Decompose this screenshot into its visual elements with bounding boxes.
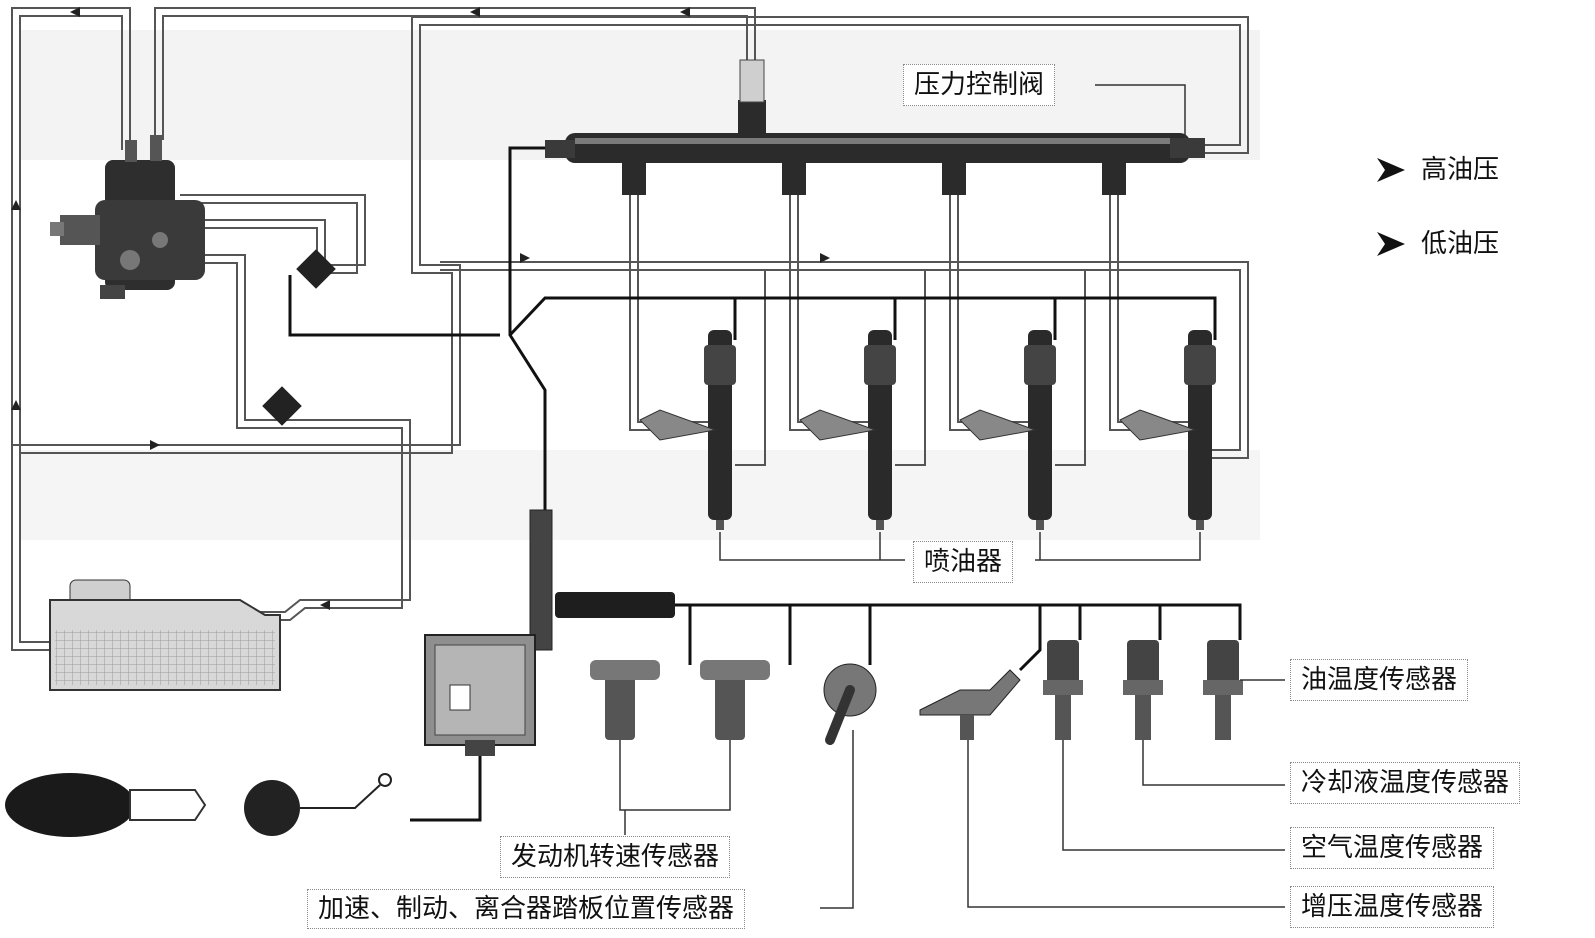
air-temp-sensor-label: 空气温度传感器 [1290,827,1495,869]
electrical-wiring [288,146,1242,822]
coolant-temp-sensor-label: 冷却液温度传感器 [1290,762,1521,804]
legend-high-pressure: 高油压 [1421,155,1500,185]
boost-temp-sensor-icon [919,669,1021,740]
low-pressure-arrow-icon [1377,232,1405,256]
fuel-tank [49,579,281,691]
legend-arrows [1377,158,1405,256]
speed-sensors [590,660,770,740]
pressure-control-valve-label: 压力控制阀 [903,64,1056,106]
boost-temp-sensor-label: 增压温度传感器 [1290,886,1495,928]
pedal-position-sensor-label: 加速、制动、离合器踏板位置传感器 [307,889,746,929]
injector-label: 喷油器 [913,541,1014,583]
legend-low-pressure: 低油压 [1421,229,1500,259]
fuel-filter-icons [262,249,336,426]
flow-arrows [11,7,830,610]
engine-speed-sensor-label: 发动机转速传感器 [500,836,731,878]
ignition-key-icon [5,773,207,837]
switch-icon [244,773,392,836]
common-rail [545,59,1205,195]
high-pressure-pump [50,135,205,299]
temperature-sensors [1043,640,1243,740]
callout-lines [619,84,1285,909]
injectors [639,330,1216,530]
oil-temp-sensor-label: 油温度传感器 [1290,659,1469,701]
pedal-position-sensor-icon [823,663,877,745]
high-pressure-arrow-icon [1377,158,1405,182]
ecu-unit [424,509,675,756]
